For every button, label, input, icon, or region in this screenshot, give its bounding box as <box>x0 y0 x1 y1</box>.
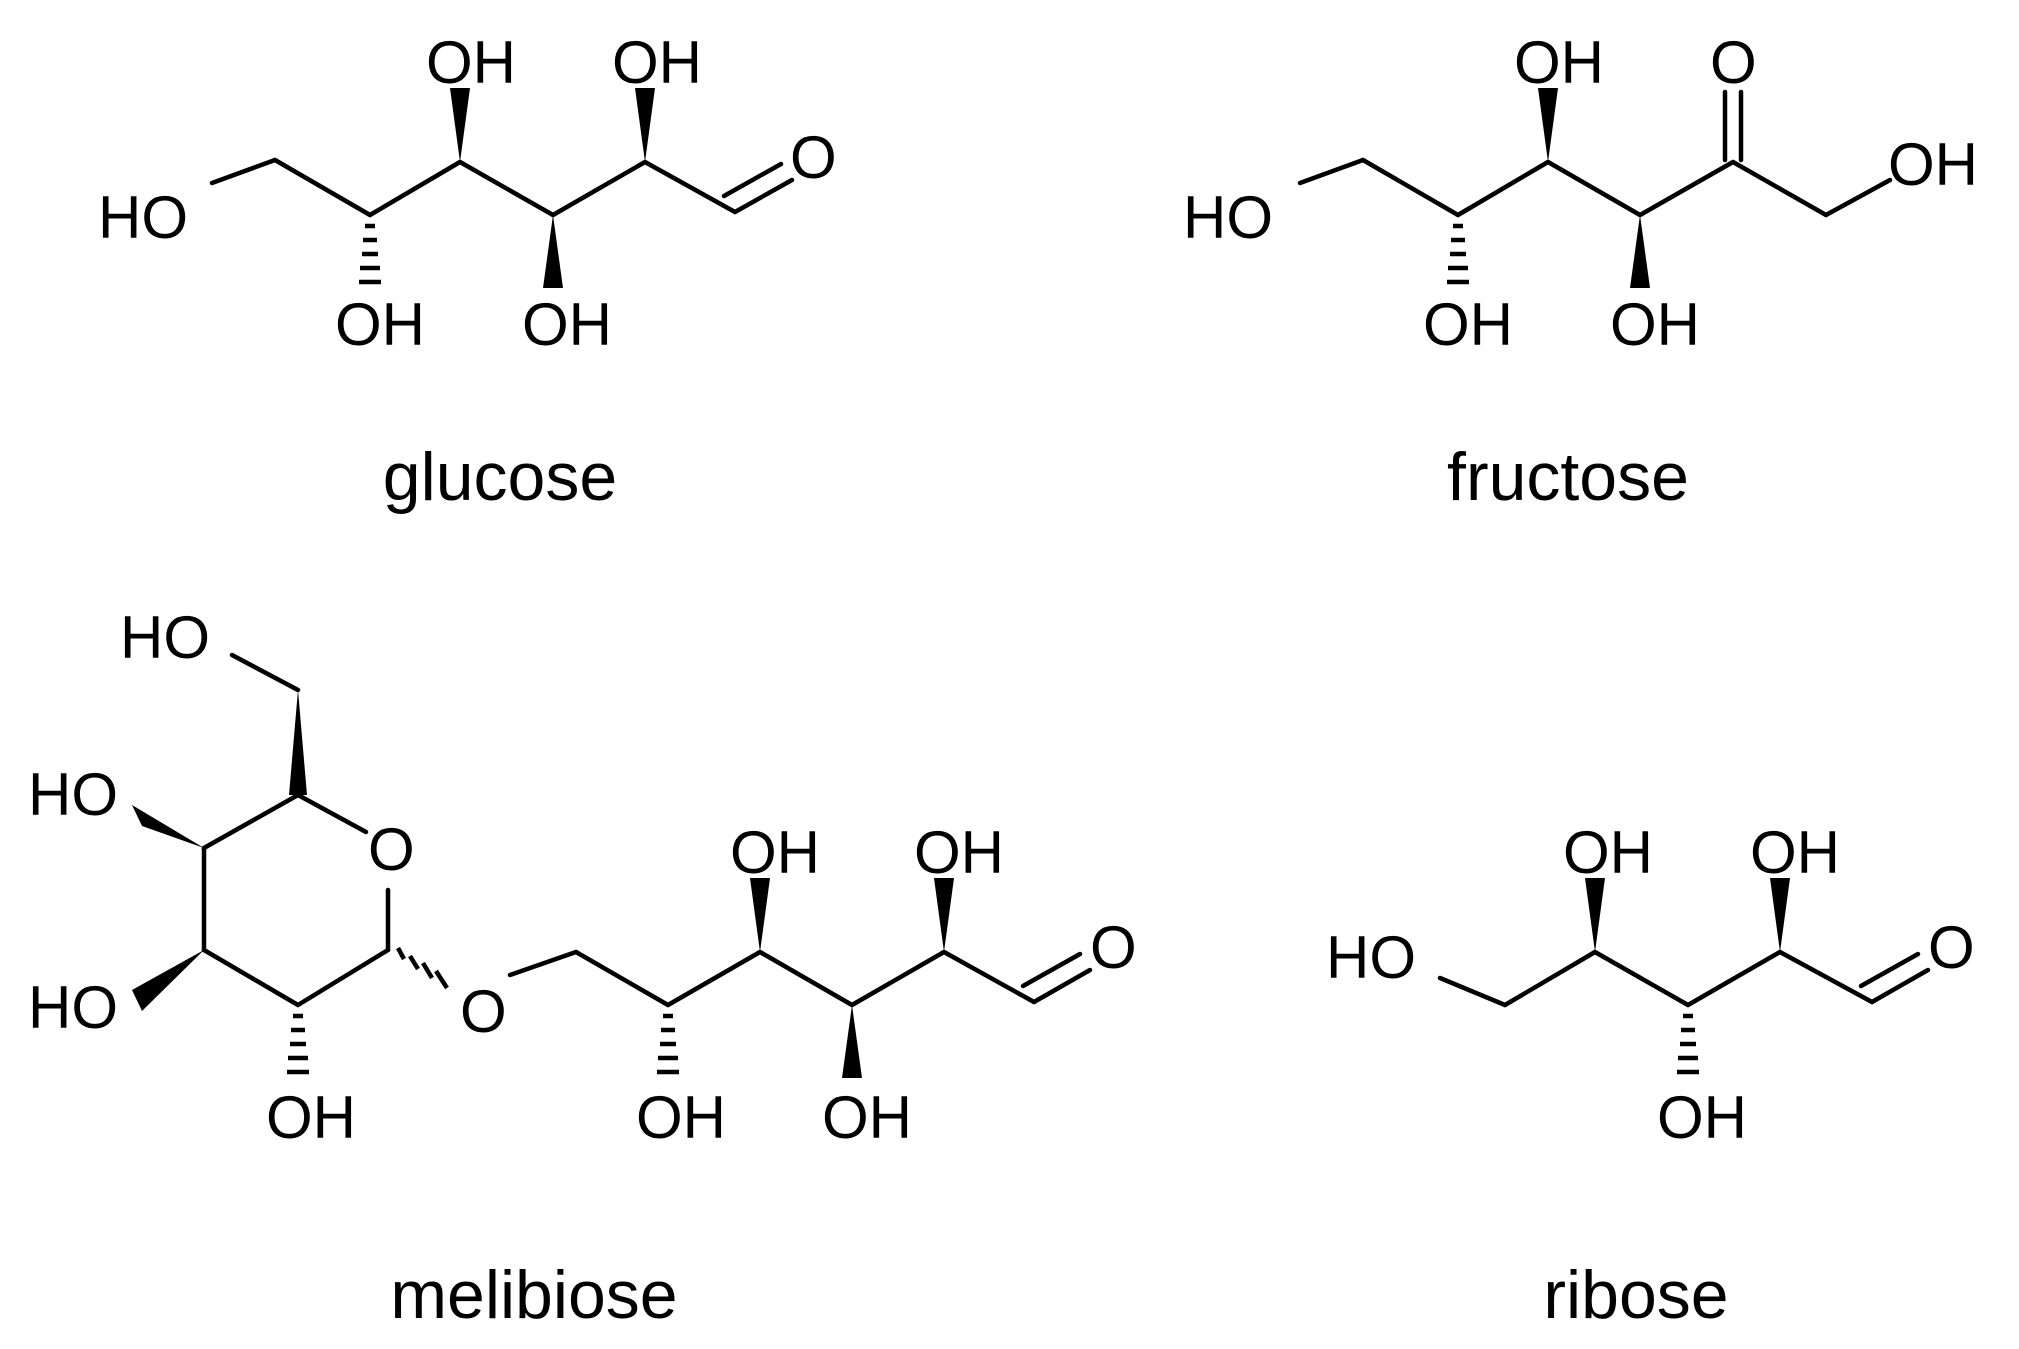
melibiose-oh-chain-c5: OH <box>914 819 1004 886</box>
ribose-name: ribose <box>1543 1257 1728 1333</box>
fructose-oh-c5: OH <box>1610 291 1700 358</box>
melibiose-ring-o: O <box>368 816 415 883</box>
melibiose-oh-chain-c4: OH <box>822 1084 912 1151</box>
melibiose-oh-chain-c2: OH <box>636 1084 726 1151</box>
glucose-bonds <box>209 88 795 288</box>
fructose-carbonyl-o: O <box>1710 29 1757 96</box>
fructose-oh-c4: OH <box>1514 29 1604 96</box>
fructose-name: fructose <box>1447 439 1689 515</box>
fructose-structure: HO OH O OH OH OH fructose <box>1183 29 1978 515</box>
melibiose-bonds <box>132 652 1093 1078</box>
melibiose-glycosidic-o: O <box>460 978 507 1045</box>
glucose-carbonyl-o: O <box>790 124 837 191</box>
glucose-oh-c4: OH <box>522 291 612 358</box>
ribose-ho-terminal: HO <box>1326 924 1416 991</box>
fructose-oh-c3: OH <box>1423 291 1513 358</box>
fructose-bonds <box>1297 88 1893 288</box>
ribose-oh-c2: OH <box>1750 819 1840 886</box>
ribose-structure: HO OH OH OH O ribose <box>1326 819 1975 1333</box>
glucose-name: glucose <box>383 439 617 515</box>
glucose-oh-c5: OH <box>612 29 702 96</box>
melibiose-ho-ring-c4: HO <box>28 761 118 828</box>
melibiose-name: melibiose <box>390 1257 677 1333</box>
melibiose-structure: HO HO O HO O OH OH OH OH OH O melibiose <box>28 604 1137 1333</box>
ribose-bonds <box>1437 878 1931 1075</box>
fructose-oh-c1: OH <box>1888 131 1978 198</box>
melibiose-ho-ring-c3: HO <box>28 974 118 1041</box>
glucose-oh-c2: OH <box>335 291 425 358</box>
fructose-ho-terminal: HO <box>1183 184 1273 251</box>
melibiose-oh-chain-c3: OH <box>730 819 820 886</box>
ribose-oh-c4: OH <box>1563 819 1653 886</box>
melibiose-oh-ring-c2: OH <box>266 1084 356 1151</box>
melibiose-ho-ch2: HO <box>120 604 210 671</box>
ribose-oh-c3: OH <box>1657 1084 1747 1151</box>
glucose-oh-c3: OH <box>426 29 516 96</box>
glucose-ho-terminal: HO <box>98 184 188 251</box>
ribose-carbonyl-o: O <box>1928 914 1975 981</box>
glucose-structure: HO OH OH OH OH O glucose <box>98 29 837 515</box>
melibiose-carbonyl-o: O <box>1090 914 1137 981</box>
